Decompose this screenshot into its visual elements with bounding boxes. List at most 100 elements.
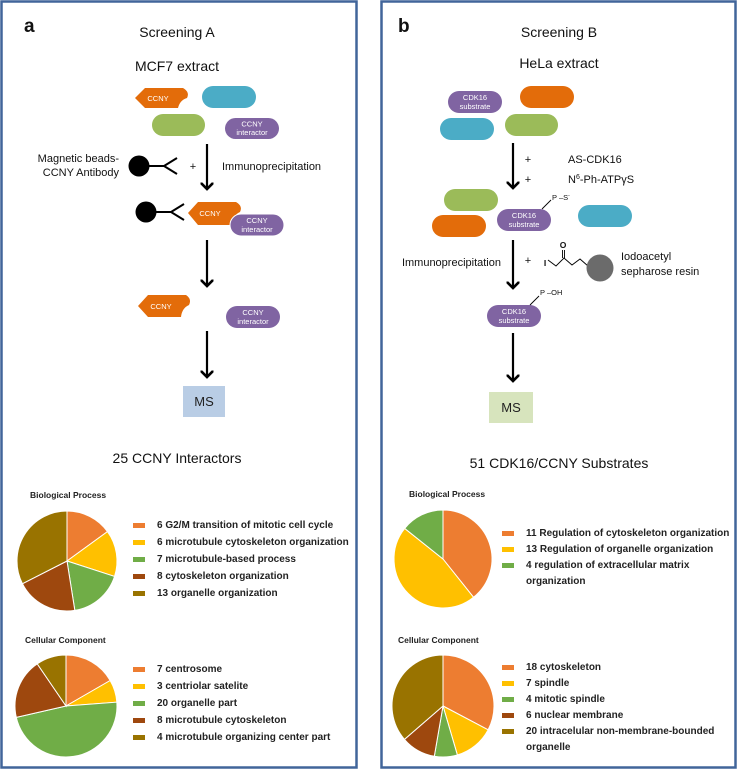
legend-swatch bbox=[502, 713, 514, 718]
svg-text:CCNY: CCNY bbox=[246, 216, 267, 225]
legend-swatch bbox=[133, 557, 145, 562]
cdk16-substrate-protein: CDK16 substrate bbox=[448, 91, 502, 113]
beads-label-line2: CCNY Antibody bbox=[43, 167, 120, 179]
legend-swatch bbox=[133, 735, 145, 740]
legend-swatch bbox=[502, 531, 514, 536]
legend-label: 6 microtubule cytoskeleton organization bbox=[157, 537, 349, 548]
svg-text:CCNY: CCNY bbox=[147, 94, 168, 103]
panel-b-title: Screening B bbox=[521, 24, 597, 40]
svg-text:CDK16: CDK16 bbox=[463, 93, 487, 102]
ccny-protein-bound: CCNY bbox=[188, 202, 241, 225]
panel-b-letter: b bbox=[398, 16, 410, 37]
ccny-interactor-bound: CCNY interactor bbox=[229, 213, 285, 237]
panel-b-extract: HeLa extract bbox=[519, 55, 598, 71]
pie-chart-b-cellular-component bbox=[391, 654, 495, 758]
legend-b-cellular-component: 18 cytoskeleton 7 spindle 4 mitotic spindl… bbox=[502, 662, 714, 753]
orange-protein bbox=[520, 86, 574, 108]
chart-a-bp-title: Biological Process bbox=[30, 490, 106, 500]
resin-label-line2: sepharose resin bbox=[621, 266, 699, 278]
pie-chart-b-biological-process bbox=[393, 509, 493, 609]
legend-label: 4 mitotic spindle bbox=[526, 694, 605, 705]
ccny-interactor-protein: CCNY interactor bbox=[225, 118, 279, 139]
reagent-atp-analog: N6-Ph-ATPγS bbox=[568, 174, 634, 186]
chart-a-cc-title: Cellular Component bbox=[25, 635, 106, 645]
legend-label: 7 spindle bbox=[526, 678, 570, 689]
legend-a-biological-process: 6 G2/M transition of mitotic cell cycle6… bbox=[133, 520, 349, 599]
legend-label: 4 microtubule organizing center part bbox=[157, 732, 331, 743]
green-protein bbox=[444, 189, 498, 211]
panel-a-border bbox=[0, 0, 358, 769]
pie-slice bbox=[442, 654, 495, 731]
svg-text:substrate: substrate bbox=[499, 316, 530, 325]
thiophosphate-label: P –S- bbox=[552, 193, 570, 202]
pie-chart-a-biological-process bbox=[16, 510, 118, 612]
legend-label: 11 Regulation of cytoskeleton organizati… bbox=[526, 528, 729, 539]
pie-slice bbox=[391, 654, 444, 741]
pie-slice bbox=[66, 560, 116, 611]
svg-text:MS: MS bbox=[501, 400, 521, 415]
legend-label: organelle bbox=[526, 742, 571, 753]
panel-a-letter: a bbox=[24, 16, 35, 37]
svg-text:interactor: interactor bbox=[241, 225, 273, 234]
pie-chart-a-cellular-component bbox=[14, 654, 118, 758]
blue-protein bbox=[202, 86, 256, 108]
svg-text:O: O bbox=[560, 240, 567, 250]
immunoprecipitation-label: Immunoprecipitation bbox=[402, 257, 501, 269]
svg-text:interactor: interactor bbox=[237, 317, 269, 326]
ccny-protein: CCNY bbox=[135, 88, 188, 108]
blue-protein bbox=[440, 118, 494, 140]
magnetic-bead-antibody-icon bbox=[128, 155, 178, 177]
legend-swatch bbox=[133, 667, 145, 672]
legend-label: 18 cytoskeleton bbox=[526, 662, 601, 673]
resin-label-line1: Iodoacetyl bbox=[621, 251, 671, 263]
beads-label-line1: Magnetic beads- bbox=[38, 153, 120, 165]
pie-slice bbox=[403, 509, 444, 561]
plus-sign: + bbox=[190, 161, 196, 173]
iodoacetyl-structure-icon: I O bbox=[544, 240, 614, 282]
svg-text:MS: MS bbox=[194, 394, 214, 409]
pie-slice bbox=[16, 510, 68, 585]
chart-b-bp-title: Biological Process bbox=[409, 489, 485, 499]
panel-a-result: 25 CCNY Interactors bbox=[113, 450, 242, 466]
phosphate-label: P –OH bbox=[540, 288, 562, 297]
legend-label: 13 Regulation of organelle organization bbox=[526, 544, 713, 555]
legend-label: 7 microtubule-based process bbox=[157, 554, 296, 565]
legend-label: 3 centriolar satelite bbox=[157, 681, 249, 692]
svg-text:I: I bbox=[544, 258, 546, 268]
ccny-interactor-eluted: CCNY interactor bbox=[226, 306, 280, 328]
chart-b-cc-title: Cellular Component bbox=[398, 635, 479, 645]
immunoprecipitation-label: Immunoprecipitation bbox=[222, 161, 321, 173]
legend-label: 8 microtubule cytoskeleton bbox=[157, 715, 286, 726]
legend-swatch bbox=[133, 718, 145, 723]
pie-slice bbox=[14, 663, 67, 718]
legend-label: 7 centrosome bbox=[157, 664, 222, 675]
pie-slice bbox=[15, 701, 118, 758]
legend-b-biological-process: 11 Regulation of cytoskeleton organizati… bbox=[502, 528, 729, 587]
reagent-as-cdk16: AS-CDK16 bbox=[568, 154, 622, 166]
panel-b-border bbox=[380, 0, 737, 769]
cdk16-substrate-thiophosphorylated: CDK16 substrate P –S- bbox=[497, 193, 570, 231]
legend-swatch bbox=[133, 701, 145, 706]
pie-slice bbox=[65, 654, 111, 707]
orange-protein bbox=[432, 215, 486, 237]
legend-label: 4 regulation of extracellular matrix bbox=[526, 560, 690, 571]
svg-text:interactor: interactor bbox=[236, 128, 268, 137]
green-protein bbox=[152, 114, 205, 136]
plus-sign: + bbox=[525, 255, 531, 267]
panel-b-result: 51 CDK16/CCNY Substrates bbox=[470, 455, 649, 471]
legend-swatch bbox=[133, 540, 145, 545]
legend-swatch bbox=[133, 523, 145, 528]
svg-text:CDK16: CDK16 bbox=[502, 307, 526, 316]
legend-swatch bbox=[133, 684, 145, 689]
legend-swatch bbox=[502, 697, 514, 702]
svg-text:CCNY: CCNY bbox=[199, 209, 220, 218]
ms-box: MS bbox=[183, 386, 225, 417]
plus-sign: + bbox=[525, 174, 531, 186]
legend-swatch bbox=[502, 547, 514, 552]
svg-text:substrate: substrate bbox=[460, 102, 491, 111]
legend-label: 20 intracelular non-membrane-bounded bbox=[526, 726, 714, 737]
blue-protein bbox=[578, 205, 632, 227]
legend-label: 8 cytoskeleton organization bbox=[157, 571, 289, 582]
legend-swatch bbox=[502, 729, 514, 734]
legend-label: 13 organelle organization bbox=[157, 588, 278, 599]
